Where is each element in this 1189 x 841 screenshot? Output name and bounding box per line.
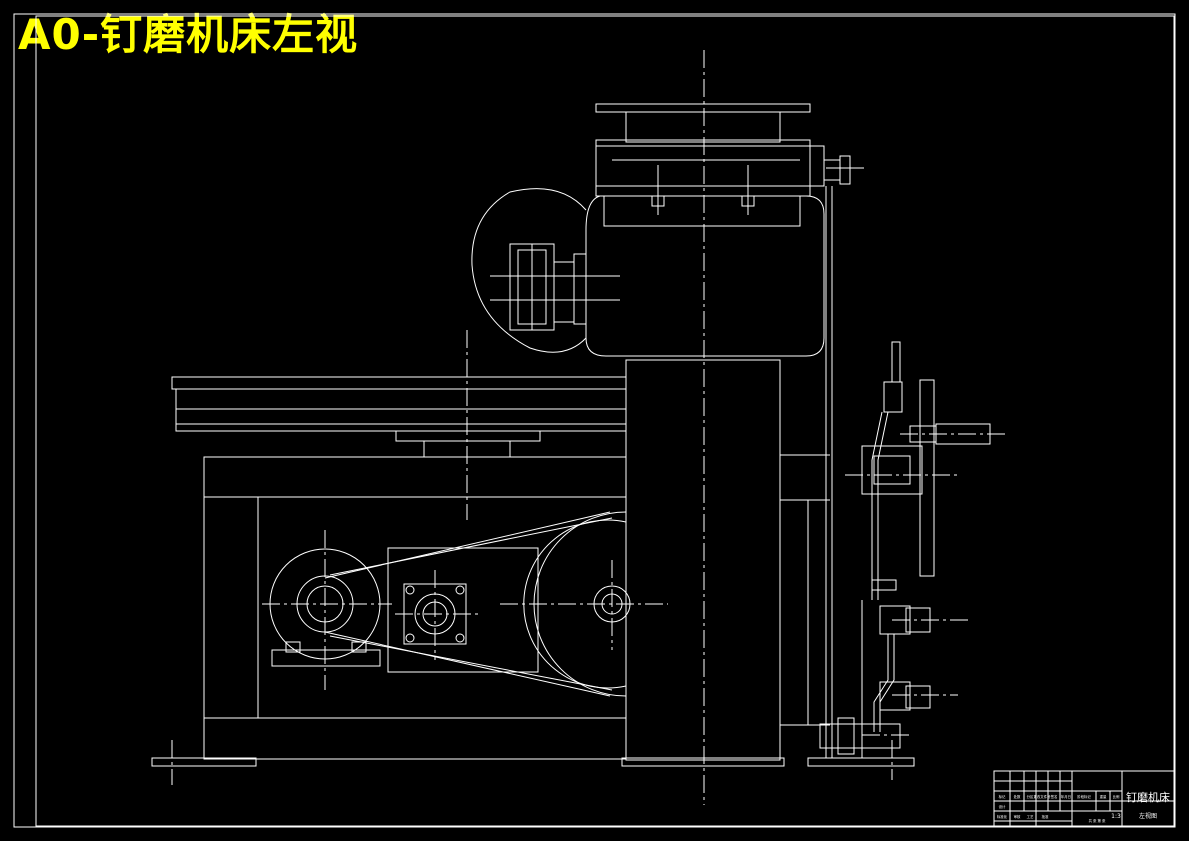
- title-block-label: 批准: [1042, 814, 1049, 819]
- column: [621, 359, 830, 767]
- worktable: [171, 376, 627, 458]
- handwheel-assembly: [819, 186, 991, 758]
- title-block-label: 共 张 第 张: [1089, 818, 1106, 823]
- outer-frame: [13, 13, 1176, 828]
- title-block-label: 分区: [1027, 794, 1034, 799]
- title-block-view-name: 左视图: [1139, 812, 1157, 820]
- title-block-label: 处数: [1014, 794, 1021, 799]
- title-block-label: 重量: [1100, 794, 1107, 799]
- title-block-label: 标准化: [997, 814, 1008, 819]
- title-block-label: 比例: [1113, 794, 1120, 799]
- title-block-scale: 1:3: [1111, 813, 1121, 820]
- title-block-label: 更改文件号: [1034, 794, 1052, 799]
- inner-frame: [35, 15, 1175, 827]
- title-block-label: 签名: [1051, 794, 1058, 799]
- title-block-label: 阶段标记: [1077, 794, 1091, 799]
- grinding-head: [471, 103, 864, 357]
- title-block-label: 审核: [1014, 814, 1021, 819]
- base-frame: [151, 456, 915, 767]
- drawing-title: A0-钉磨机床左视: [18, 10, 359, 59]
- title-block-labels: 标记 处数 分区更改文件号签名年月日设计标准化 审核 工艺 批准 阶段标记 重量 比例共 张 第…: [997, 794, 1120, 823]
- center-lines: [171, 50, 1006, 805]
- belt: [324, 511, 613, 697]
- title-block-machine-name: 钉磨机床: [1126, 790, 1170, 804]
- title-block-label: 设计: [999, 804, 1006, 809]
- title-block-label: 年月日: [1061, 794, 1071, 799]
- title-block: [993, 770, 1175, 827]
- title-block-label: 标记: [999, 794, 1006, 799]
- bearing-block: [387, 547, 539, 673]
- title-block-label: 工艺: [1027, 814, 1034, 819]
